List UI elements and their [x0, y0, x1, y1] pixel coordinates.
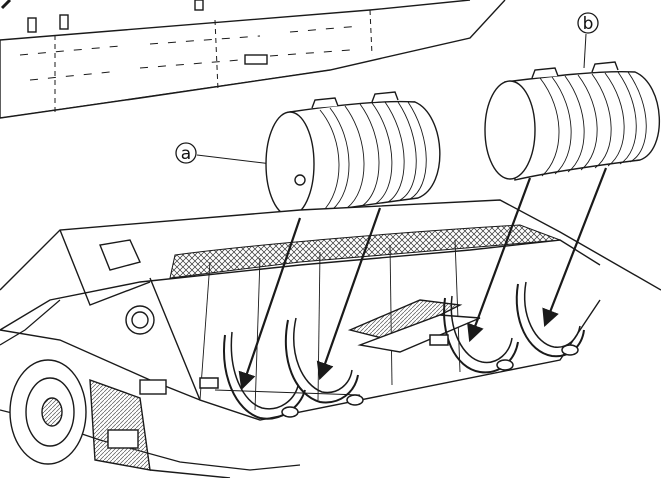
callout-a-leader	[196, 154, 273, 165]
callout-b: b	[577, 12, 599, 69]
callout-a: a	[175, 142, 273, 165]
callout-b-label: b	[583, 14, 594, 34]
callout-b-circle	[577, 12, 599, 34]
arrow-drum-a-right	[316, 207, 382, 381]
installation-arrows	[238, 167, 608, 391]
upper-hull-plate	[0, 0, 506, 119]
callout-a-circle	[175, 142, 197, 164]
arrow-drum-b-left	[467, 177, 532, 343]
drum-mounting-cradles	[199, 281, 585, 420]
road-wheel-assembly	[9, 359, 231, 478]
fuel-drum-b	[484, 61, 660, 181]
arrow-drum-b-right	[542, 167, 608, 328]
callout-b-leader	[583, 33, 587, 69]
arrow-drum-a-left	[238, 217, 302, 391]
fuel-drum-a	[265, 91, 441, 217]
callout-a-label: a	[181, 144, 191, 164]
